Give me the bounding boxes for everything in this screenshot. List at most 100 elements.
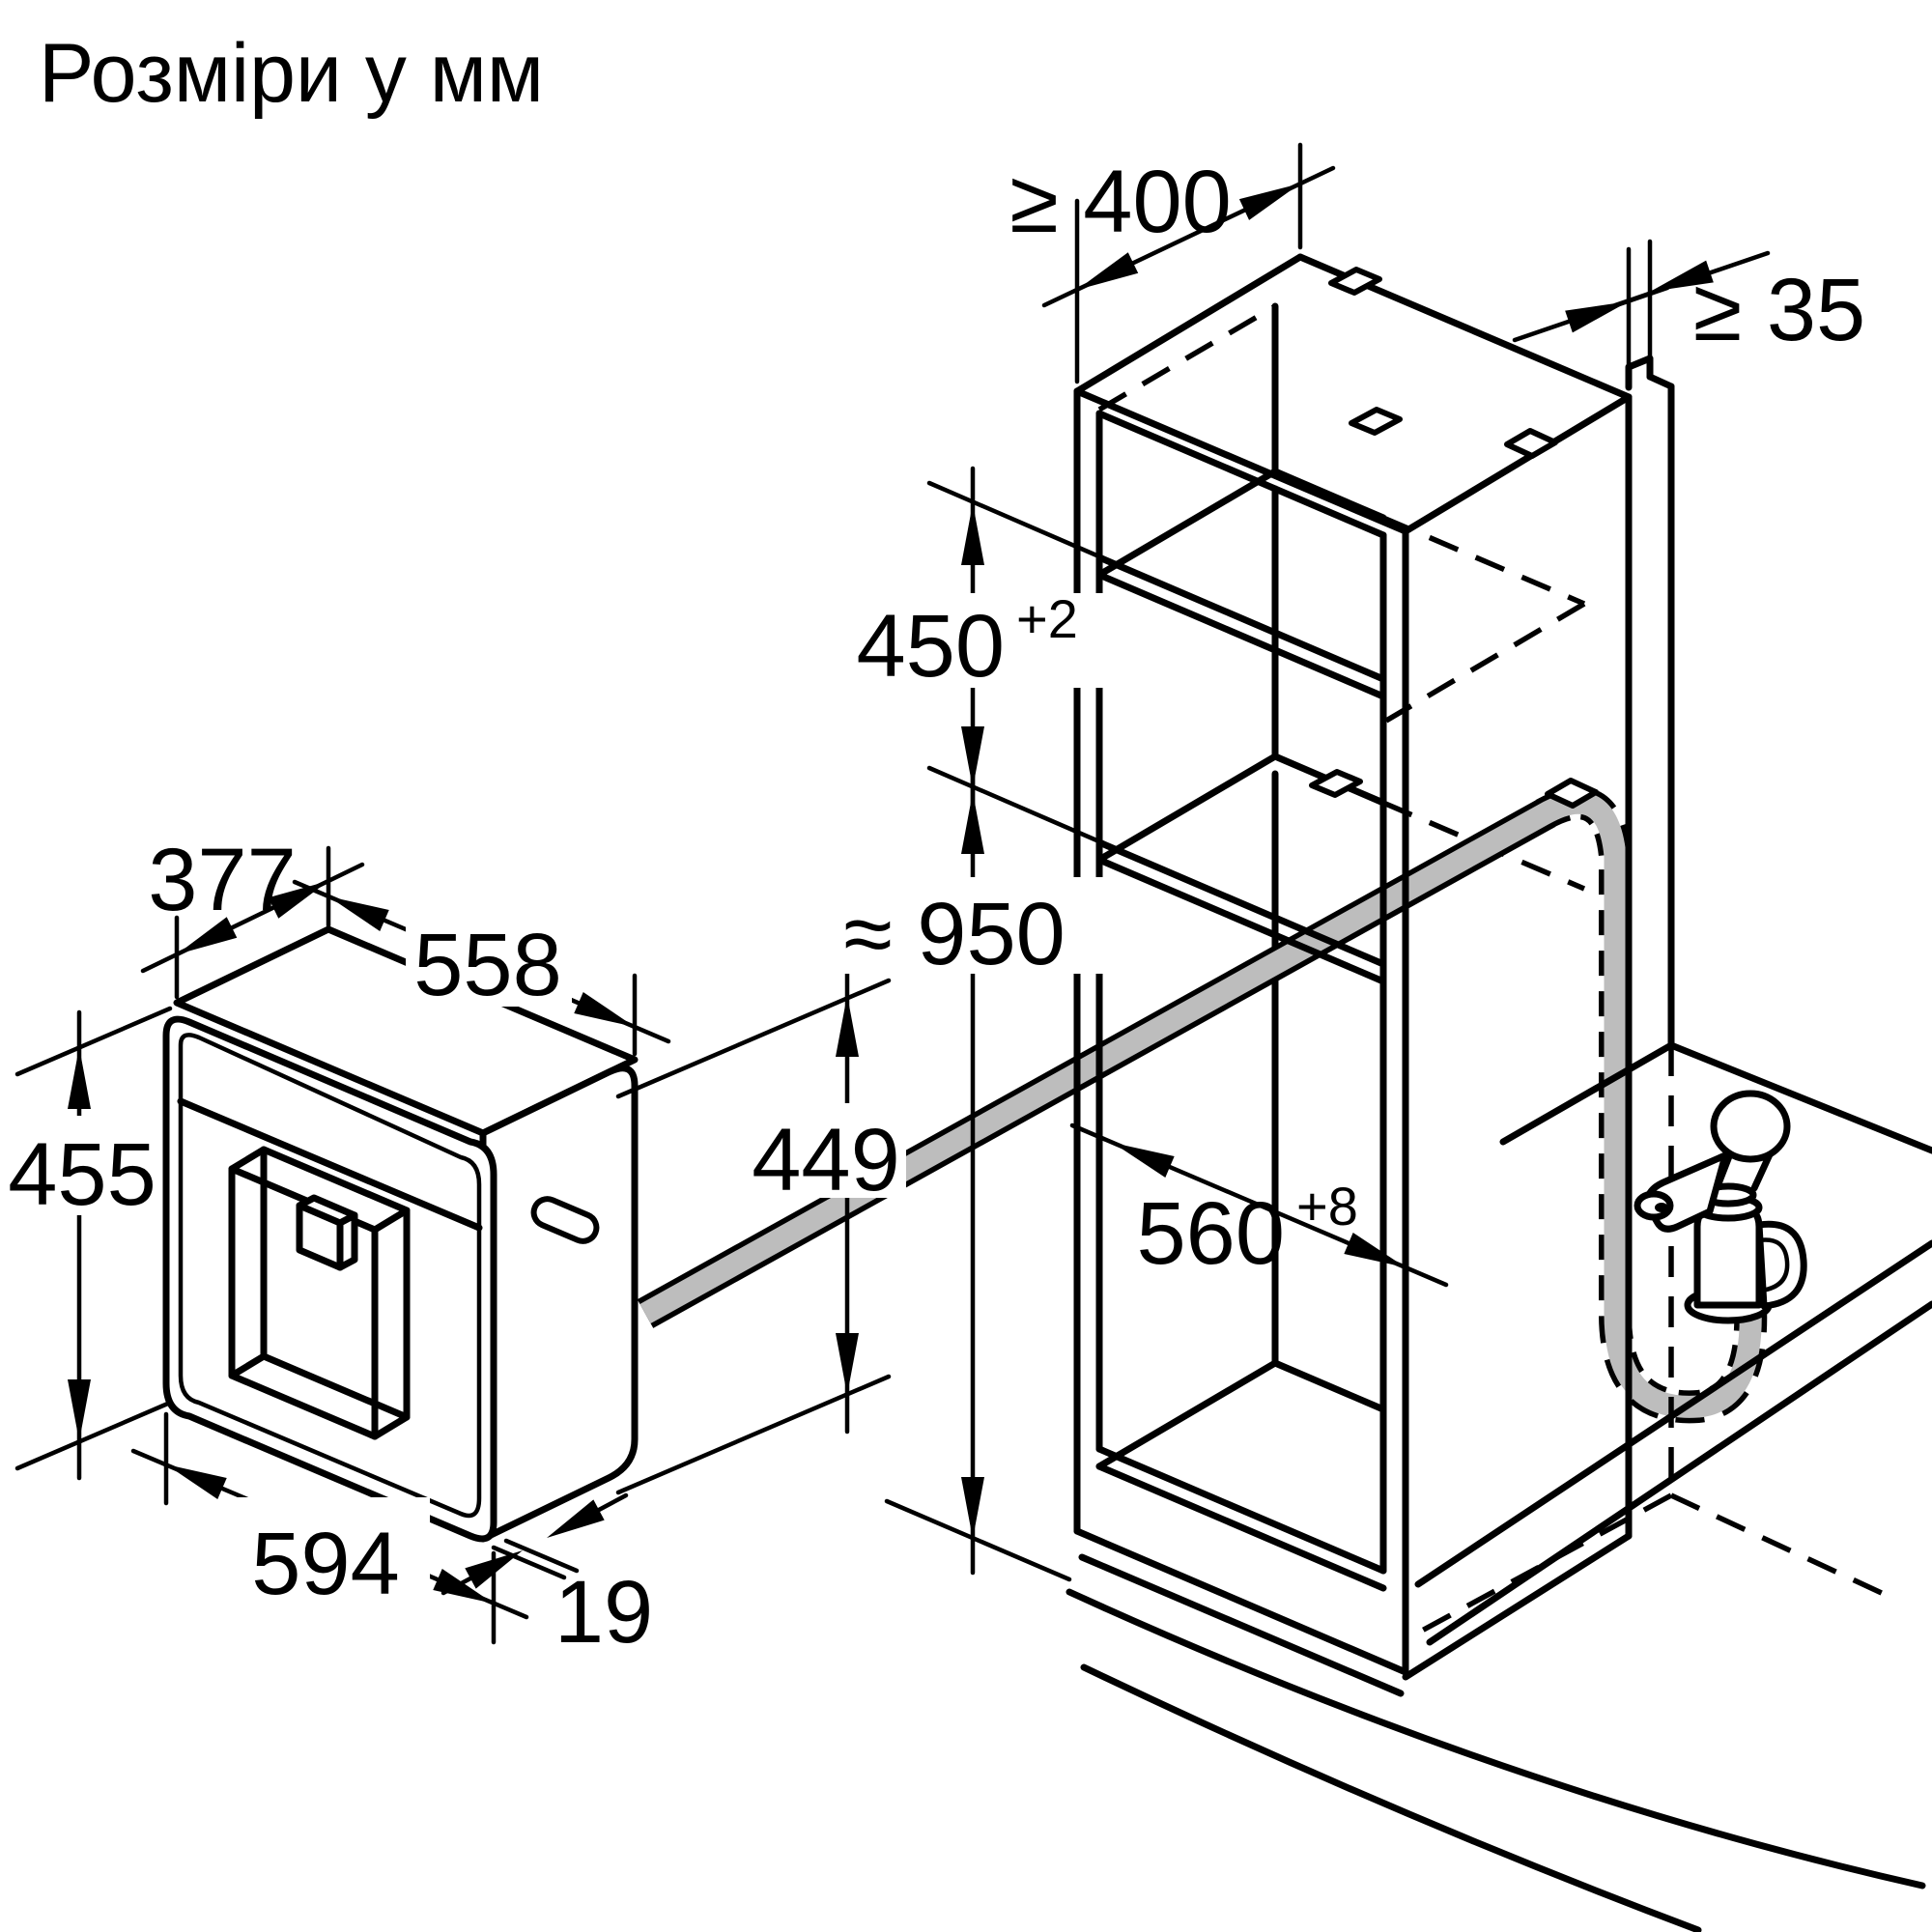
appliance-side-face [479, 1065, 639, 1543]
dim-arrowhead [574, 991, 635, 1027]
appliance-coffee-machine [162, 925, 639, 1543]
ref-449 [615, 978, 892, 1495]
cable-notch-top-back [1328, 267, 1382, 296]
dim-arrowhead [433, 1568, 494, 1604]
panel-top-edge [1646, 373, 1675, 390]
tap-lever-handle [1755, 1220, 1807, 1310]
cable-notch-hose-pass [1545, 778, 1599, 809]
water-tap [1634, 1090, 1807, 1324]
shelf-a-front-edge [1095, 554, 1387, 700]
label-bg-950 [804, 877, 1107, 974]
floor-front-line [1065, 1588, 1926, 1889]
ref-950-floor [884, 1498, 1072, 1582]
dim-arrowhead [836, 995, 859, 1057]
ref-450 [926, 480, 1104, 845]
cabinet-top-front-edge [1073, 387, 1409, 535]
label-bg-455 [5, 1116, 162, 1215]
cabinet-top-right-depth-edge [1402, 393, 1633, 535]
dim-arrowhead [1344, 1232, 1406, 1267]
hidden-edge-top [1097, 303, 1277, 412]
tap-spout-hole [1655, 1203, 1668, 1212]
counter-back-right-edge [1667, 1041, 1932, 1154]
counter-back-left-edge [1499, 1041, 1675, 1146]
dim-arrowhead [961, 792, 984, 854]
coffee-spout-edges [296, 1202, 358, 1271]
cabinet-plinth-edge [1078, 1553, 1405, 1697]
hidden-floor-edge-right [1669, 1492, 1886, 1597]
dim-arrowhead [961, 726, 984, 788]
dim-arrowhead [1565, 301, 1629, 333]
door-inner-line [178, 1033, 482, 1519]
dim-arrowhead [961, 1477, 984, 1539]
dim-arrowhead [328, 896, 389, 932]
bottom-shelf-surface [1095, 1359, 1387, 1470]
page-title: Розміри у мм [39, 27, 544, 120]
built-in-cabinet [1073, 253, 1633, 1697]
dim-arrowhead [68, 1379, 91, 1441]
panel-top-notch [1625, 355, 1654, 391]
cable-notch-shelf [1309, 769, 1363, 798]
label-bg-594 [222, 1497, 430, 1604]
tap-lever-inner-line [1756, 1237, 1790, 1293]
ref-455 [14, 1006, 173, 1471]
dim-arrowhead [166, 1464, 227, 1500]
floor-lines [1065, 1588, 1926, 1932]
dimension-label-niche-height-tolerance: +2 [1016, 588, 1078, 649]
dimension-labels: ≥ 400 ≥ 35 450 +2 ≈ 950 560 +8 377 558 4… [5, 153, 1865, 1662]
shelf-a-surface [1095, 468, 1387, 579]
cabinet-bottom-front-edge [1073, 1527, 1409, 1676]
cabinet-interior [1095, 302, 1586, 1470]
ext-35 [1626, 239, 1653, 387]
dim-arrowhead [1650, 260, 1714, 292]
dim-arrowhead [1238, 184, 1300, 220]
cabinet-top-left-depth-edge [1073, 253, 1304, 395]
dim-arrowhead [1077, 252, 1139, 290]
dim-arrowhead [177, 917, 238, 954]
dimension-label-front-width: 594 [251, 1515, 400, 1613]
cabinet-top-inner-lip [1095, 410, 1387, 539]
counter-front-top-edge [1414, 1239, 1932, 1588]
counter-front-bottom-edge [1426, 1300, 1932, 1646]
cable-notch-interior [1349, 407, 1403, 436]
dispenser-niche-depth-edges [228, 1146, 411, 1440]
dimension-label-front-overhang: 19 [554, 1563, 653, 1662]
side-panel-wall [1625, 355, 1675, 1049]
dimension-label-top-clearance: ≥ 400 [1009, 153, 1232, 251]
cable-notch-top-right [1504, 428, 1558, 459]
dim-arrowhead [836, 1333, 859, 1395]
ticks-19 [491, 1538, 580, 1580]
ext-377-558 [174, 845, 638, 1057]
dimension-label-niche-width: 560 [1137, 1184, 1286, 1283]
dimension-label-side-clearance: ≥ 35 [1693, 261, 1865, 359]
dimension-arrowheads [68, 184, 1714, 1604]
dimension-label-niche-width-tolerance: +8 [1296, 1176, 1358, 1236]
dim-arrowhead [1113, 1143, 1175, 1179]
floor-second-line [1080, 1663, 1702, 1932]
control-panel-strip [177, 1097, 483, 1232]
bottom-shelf-front-edge [1095, 1445, 1387, 1592]
shelf-b-front-edge [1095, 838, 1387, 985]
dim-arrowhead [961, 503, 984, 565]
dim-arrowhead [268, 881, 328, 919]
dim-arrowhead [68, 1047, 91, 1109]
dim-arrowhead [465, 1550, 523, 1589]
tap-knob [1710, 1090, 1791, 1163]
hidden-edge-shelf-a-back [1381, 515, 1586, 607]
dimension-label-niche-height: 450 [857, 597, 1006, 696]
dimension-label-appliance-height: 455 [8, 1125, 156, 1224]
tap-body [1693, 1204, 1763, 1309]
side-vent-slot [530, 1196, 600, 1244]
countertop [1414, 1041, 1932, 1646]
label-bg-558 [406, 913, 572, 1007]
label-bg-450 [838, 593, 1109, 688]
dim-arrowhead [547, 1499, 605, 1538]
dimension-label-appliance-depth: 377 [148, 831, 297, 929]
dimension-label-body-width: 558 [413, 916, 562, 1014]
dimension-label-body-height: 449 [752, 1111, 900, 1209]
dimension-lines [14, 142, 1771, 1645]
hidden-edge-right-depth [1384, 601, 1586, 724]
appliance-top-face [173, 925, 639, 1137]
label-bg-449 [746, 1103, 906, 1198]
